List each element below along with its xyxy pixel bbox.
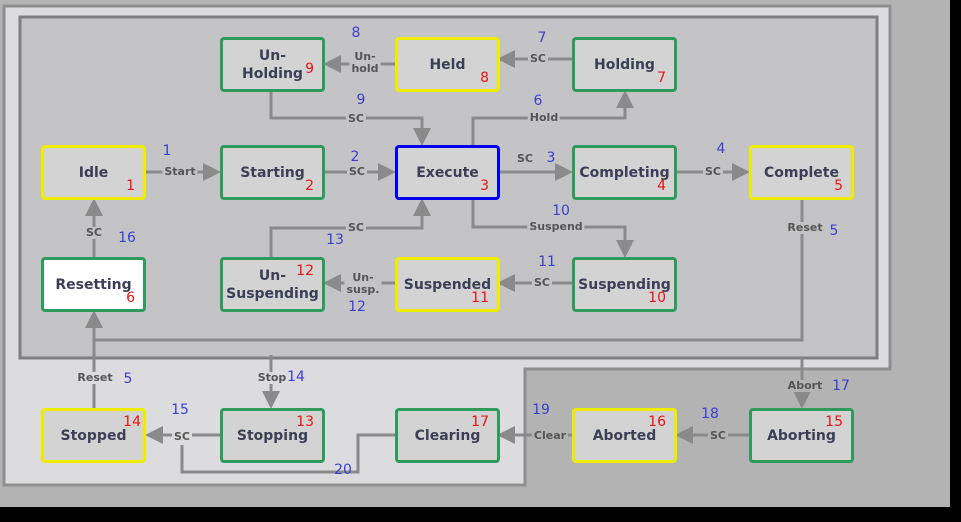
- state-name: Held: [429, 56, 466, 73]
- state-name: Clearing: [414, 427, 481, 444]
- state-number: 17: [471, 414, 489, 430]
- transition-label: SC: [347, 165, 367, 178]
- transition-label: SC: [532, 276, 552, 289]
- transition-number: 14: [287, 369, 305, 385]
- transition-label: Reset: [75, 371, 115, 384]
- state-name: Complete: [764, 164, 839, 181]
- state-number: 1: [126, 178, 135, 194]
- transition-label: SC: [528, 52, 548, 65]
- state-idle[interactable]: Idle 1: [41, 145, 146, 200]
- state-number: 13: [296, 414, 314, 430]
- transition-number: 6: [533, 93, 543, 109]
- state-number: 16: [648, 414, 666, 430]
- transition-label: Clear: [531, 429, 569, 442]
- transition-label: SC: [515, 152, 535, 165]
- transition-label: Un- susp.: [344, 271, 382, 296]
- state-number: 7: [657, 70, 666, 86]
- state-name: Completing: [579, 164, 670, 181]
- transition-label: Stop: [255, 371, 289, 384]
- transition-number: 1: [162, 143, 172, 159]
- transition-number: 7: [537, 30, 547, 46]
- transition-number: 13: [326, 232, 344, 248]
- state-name: Aborting: [767, 427, 836, 444]
- state-name: Resetting: [55, 276, 132, 293]
- state-number: 9: [305, 61, 314, 77]
- state-name: Stopping: [236, 427, 309, 444]
- state-number: 15: [825, 414, 843, 430]
- transition-label: Reset: [785, 221, 825, 234]
- transition-label: SC: [346, 221, 366, 234]
- transition-label: Hold: [527, 111, 561, 124]
- state-number: 10: [648, 290, 666, 306]
- arrow-clearing-sc: [180, 433, 395, 474]
- transition-number: 5: [829, 223, 839, 239]
- state-name: Execute: [416, 164, 479, 181]
- transition-number: 20: [334, 462, 352, 478]
- state-number: 11: [471, 290, 489, 306]
- state-name: Starting: [240, 164, 305, 181]
- transition-number: 15: [171, 402, 189, 418]
- transition-number: 9: [356, 92, 366, 108]
- transition-number: 17: [832, 378, 850, 394]
- state-name: Stopped: [60, 427, 127, 444]
- state-number: 3: [480, 178, 489, 194]
- transition-number: 18: [701, 406, 719, 422]
- state-name: Suspending: [578, 276, 671, 293]
- state-name: Suspended: [403, 276, 492, 293]
- state-number: 2: [305, 178, 314, 194]
- transition-label: SC: [84, 226, 104, 239]
- transition-number: 2: [350, 149, 360, 165]
- transition-number: 8: [351, 25, 361, 41]
- transition-label: Un- hold: [349, 50, 381, 75]
- transition-label: SC: [172, 430, 192, 443]
- transition-number: 11: [538, 254, 556, 270]
- state-number: 14: [123, 414, 141, 430]
- state-name: Un- Holding: [242, 47, 303, 82]
- state-name: Holding: [594, 56, 655, 73]
- state-held[interactable]: Held 8: [395, 37, 500, 92]
- state-name: Un- Suspending: [226, 267, 319, 302]
- transition-number: 12: [348, 299, 366, 315]
- state-number: 4: [657, 178, 666, 194]
- state-name: Idle: [78, 164, 109, 181]
- transition-label: Suspend: [527, 220, 585, 233]
- transition-label: SC: [708, 429, 728, 442]
- transition-number: 4: [716, 141, 726, 157]
- transition-label: Abort: [785, 379, 825, 392]
- transition-number: 16: [118, 230, 136, 246]
- state-number: 6: [126, 290, 135, 306]
- transition-number: 10: [552, 203, 570, 219]
- transition-label: Start: [162, 165, 198, 178]
- arrow-complete-reset: [85, 199, 804, 342]
- transition-label: SC: [346, 112, 366, 125]
- transition-number: 19: [532, 402, 550, 418]
- state-number: 12: [296, 263, 314, 279]
- state-number: 5: [834, 178, 843, 194]
- state-number: 8: [480, 70, 489, 86]
- transition-label: SC: [703, 165, 723, 178]
- transition-number: 3: [546, 150, 556, 166]
- state-name: Aborted: [592, 427, 657, 444]
- transition-number: 5: [123, 371, 133, 387]
